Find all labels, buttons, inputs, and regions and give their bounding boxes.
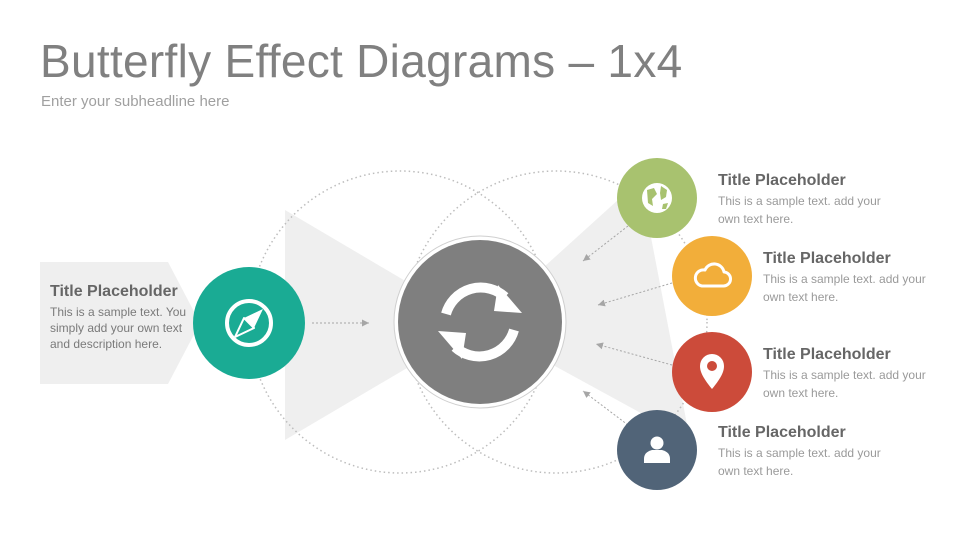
right-item-3-title: Title Placeholder xyxy=(763,346,891,363)
right-item-4-title: Title Placeholder xyxy=(718,424,846,441)
user-icon xyxy=(644,436,670,463)
center-node xyxy=(393,235,567,409)
right-item-1-text: Title Placeholder This is a sample text.… xyxy=(718,171,918,228)
right-item-4-text: Title Placeholder This is a sample text.… xyxy=(718,423,918,480)
right-item-3-text: Title Placeholder This is a sample text.… xyxy=(763,345,960,402)
connector-arrow-4 xyxy=(582,390,629,426)
right-node-1 xyxy=(617,158,697,238)
cloud-icon xyxy=(693,262,732,288)
right-item-1-title: Title Placeholder xyxy=(718,172,846,189)
left-text-card xyxy=(40,262,200,384)
connector-arrow-2 xyxy=(597,282,673,307)
right-node-3 xyxy=(672,332,752,412)
right-node-2 xyxy=(672,236,752,316)
left-item-title: Title Placeholder xyxy=(50,283,178,300)
globe-icon xyxy=(642,183,672,213)
right-dotted-circle xyxy=(404,170,708,474)
connector-arrow-3 xyxy=(595,342,673,366)
right-node-4 xyxy=(617,410,697,490)
right-item-2-description: This is a sample text. add your own text… xyxy=(763,272,926,304)
sync-icon xyxy=(438,282,522,362)
right-item-2-title: Title Placeholder xyxy=(763,250,891,267)
right-item-4-description: This is a sample text. add your own text… xyxy=(718,446,881,478)
right-item-1-description: This is a sample text. add your own text… xyxy=(718,194,881,226)
compass-icon xyxy=(225,299,273,347)
right-item-2-text: Title Placeholder This is a sample text.… xyxy=(763,249,960,306)
left-item-text: Title Placeholder This is a sample text.… xyxy=(50,282,190,352)
connector-arrow-1 xyxy=(582,225,629,262)
right-wing-shape xyxy=(480,180,690,440)
left-wing-shape xyxy=(285,210,480,440)
left-node xyxy=(193,267,305,379)
location-pin-icon xyxy=(700,354,724,389)
page-title: Butterfly Effect Diagrams – 1x4 xyxy=(40,35,683,87)
right-item-3-description: This is a sample text. add your own text… xyxy=(763,368,926,400)
left-item-description: This is a sample text. You simply add yo… xyxy=(50,305,187,351)
page-subtitle: Enter your subheadline here xyxy=(41,93,230,110)
